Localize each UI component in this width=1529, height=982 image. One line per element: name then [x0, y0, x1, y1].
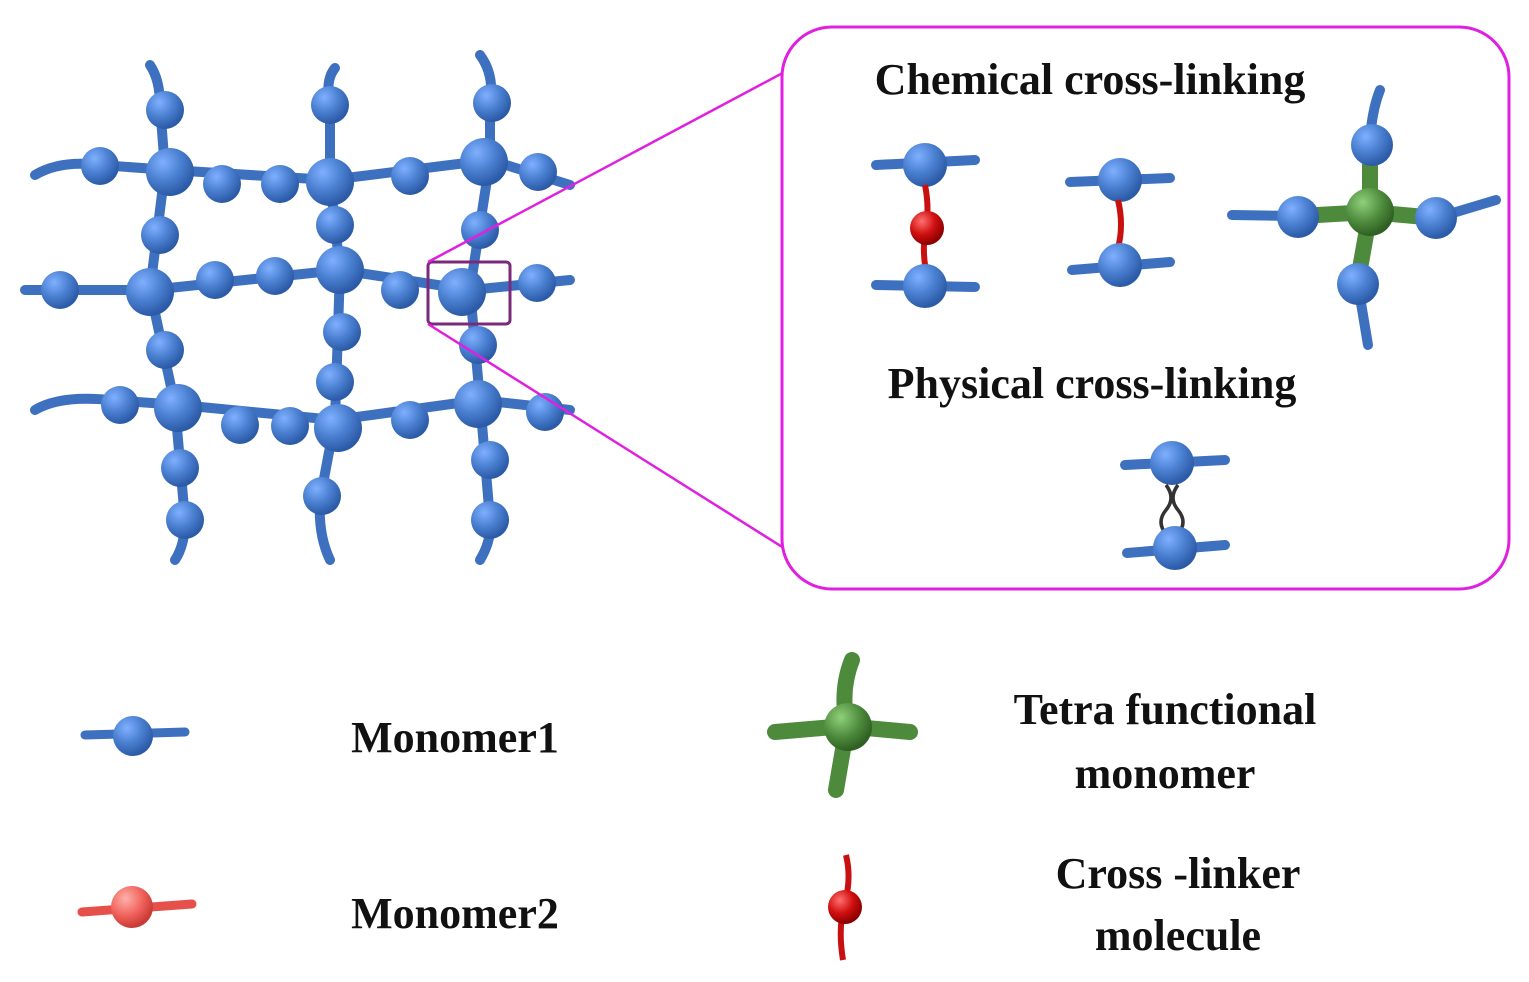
legend-monomer1-label: Monomer1: [351, 713, 559, 762]
polymer-network: [20, 50, 575, 565]
panel-frame: [780, 25, 1511, 591]
zoom-line-top: [427, 50, 823, 264]
network-chain-row-2: [20, 264, 575, 296]
chemical-crosslink-tetra-junction: [1227, 85, 1501, 350]
legend-crosslinker-icon: [828, 854, 862, 961]
legend-monomer2-icon: [77, 886, 197, 928]
zoom-line-bottom: [427, 322, 823, 574]
network-chain-row-1: [30, 154, 575, 190]
zoom-selection-box: [426, 260, 512, 326]
legend-tetra-icon: [767, 652, 918, 798]
legend-monomer1-icon: [80, 716, 190, 756]
physical-crosslinking-title: Physical cross-linking: [888, 359, 1297, 408]
legend: Monomer1 Monomer2 Tetra functional monom…: [77, 652, 1317, 961]
chemical-crosslink-direct-bond: [1065, 158, 1175, 287]
legend-crosslinker-label-line2: molecule: [1095, 911, 1261, 960]
network-chain-row-3: [30, 393, 575, 426]
legend-crosslinker-label-line1: Cross -linker: [1056, 849, 1301, 898]
legend-tetra-label-line1: Tetra functional: [1014, 685, 1317, 734]
legend-monomer2-label: Monomer2: [351, 889, 559, 938]
crosslinking-panel: Chemical cross-linking Physical cross-li…: [780, 25, 1511, 591]
legend-tetra-label-line2: monomer: [1075, 749, 1256, 798]
network-beads: [41, 84, 564, 539]
chemical-crosslinking-title: Chemical cross-linking: [875, 55, 1306, 104]
chemical-crosslink-via-crosslinker: [871, 143, 980, 308]
physical-crosslink: [1120, 441, 1230, 570]
